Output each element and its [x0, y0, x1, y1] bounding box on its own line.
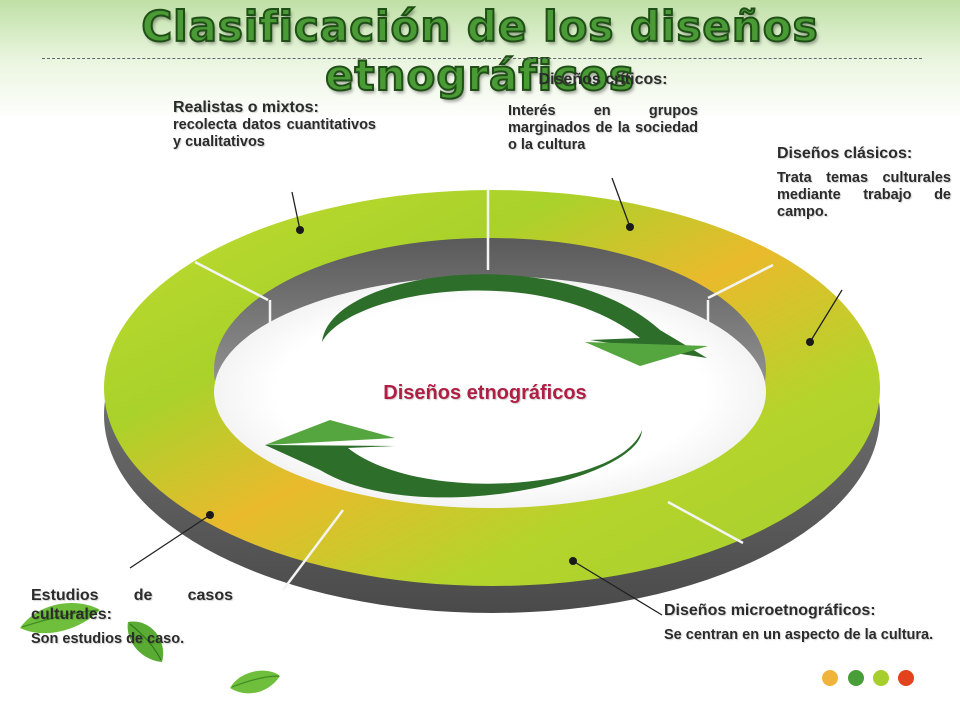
cycle-arrow-bottom-head-icon: [265, 420, 395, 445]
decor-dot-lime: [873, 670, 889, 686]
leaf-icon: [20, 603, 100, 634]
leader-line: [572, 560, 663, 616]
node-micro: Diseños microetnográficos: Se centran en…: [664, 601, 946, 644]
node-heading: Estudios de casos culturales:: [31, 587, 233, 623]
node-heading: Realistas o mixtos:: [173, 99, 319, 116]
leader-dots: [206, 223, 814, 565]
node-heading: Diseños clásicos:: [777, 145, 913, 162]
cycle-arrow-top-head-icon: [585, 342, 708, 366]
node-text: Se centran en un aspecto de la cultura.: [664, 627, 934, 643]
leaf-icon: [127, 621, 164, 662]
leader-dot: [626, 223, 634, 231]
node-criticos: Diseños críticos: Interés en grupos marg…: [508, 70, 698, 154]
leader-line: [809, 289, 843, 343]
leader-dot: [569, 557, 577, 565]
leader-line: [129, 514, 211, 569]
node-text: recolecta datos cuantitativos y cualitat…: [173, 117, 376, 150]
leader-lines: [129, 177, 843, 616]
center-label: Diseños etnográficos: [383, 382, 587, 404]
decor-dot-red: [898, 670, 914, 686]
cycle-arrow-bottom-icon: [265, 430, 642, 498]
node-text: Trata temas culturales mediante trabajo …: [777, 170, 951, 220]
leader-dot: [206, 511, 214, 519]
node-realistas: Realistas o mixtos: recolecta datos cuan…: [173, 98, 376, 151]
cycle-arrow-top-icon: [322, 274, 707, 358]
divider: [282, 509, 344, 591]
leader-dot: [806, 338, 814, 346]
node-heading: Diseños críticos:: [538, 71, 668, 88]
leader-line: [611, 177, 631, 228]
divider: [667, 500, 744, 545]
decor-dot-green: [848, 670, 864, 686]
divider: [194, 260, 269, 302]
node-heading: Diseños microetnográficos:: [664, 602, 876, 619]
divider: [707, 263, 774, 300]
title-divider: [42, 58, 922, 59]
segment-dividers: [194, 190, 774, 591]
leader-dot: [296, 226, 304, 234]
decor-dot-orange: [822, 670, 838, 686]
node-estudios: Estudios de casos culturales: Son estudi…: [31, 586, 233, 648]
leader-line: [291, 191, 301, 231]
node-text: Interés en grupos marginados de la socie…: [508, 103, 698, 153]
node-text: Son estudios de caso.: [31, 631, 185, 647]
node-clasicos: Diseños clásicos: Trata temas culturales…: [777, 144, 951, 221]
leaf-icon: [230, 670, 280, 694]
